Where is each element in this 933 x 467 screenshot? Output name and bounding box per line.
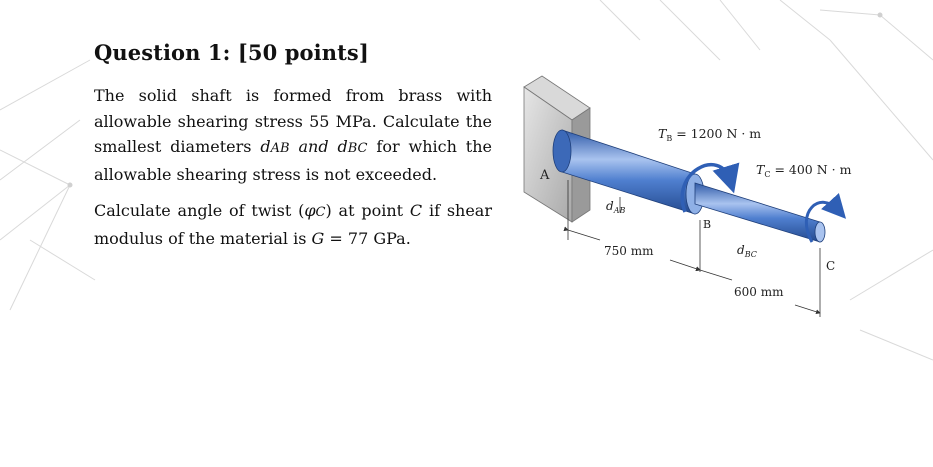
torque-b-arrow [680, 162, 740, 213]
length-bc-label: 600 mm [734, 285, 784, 299]
dab-symbol: d [606, 199, 614, 213]
shaft-segment-ab [552, 129, 705, 215]
d-bc-symbol: d [337, 137, 348, 156]
tc-value: = 400 N · m [770, 162, 851, 177]
g-symbol: G [311, 228, 325, 248]
dbc-symbol: d [737, 243, 745, 257]
point-c-symbol: C [409, 201, 423, 220]
shaft-diagram: A B C TB = 1200 N · m TC = 400 N · m dAB… [523, 75, 852, 317]
p1-text-a: The solid shaft is formed from brass wit… [94, 86, 492, 156]
tc-subscript: C [764, 170, 770, 179]
label-a: A [539, 168, 550, 183]
d-bc-subscript: BC [347, 141, 368, 156]
problem-paragraph-2: Calculate angle of twist (φC) at point C… [94, 198, 492, 251]
tb-subscript: B [666, 134, 672, 143]
phi-subscript: C [315, 205, 326, 220]
d-ab-symbol: d [260, 137, 271, 156]
dab-subscript: AB [613, 206, 626, 215]
label-c: C [826, 259, 835, 273]
p2-text-c: if shear modulus of the material is [94, 201, 492, 248]
dbc-label: dBC [737, 243, 757, 259]
torque-c-arrow [804, 193, 847, 243]
dimension-lines [563, 180, 821, 317]
p2-text-a: Calculate angle of twist ( [94, 201, 305, 220]
p1-text-b: for which the allowable shearing stress … [94, 137, 493, 184]
dbc-subscript: BC [744, 250, 757, 259]
p1-and: and [289, 137, 338, 156]
problem-paragraph-1: The solid shaft is formed from brass wit… [94, 83, 492, 187]
p2-text-b: ) at point [325, 201, 410, 220]
tb-symbol: T [658, 126, 668, 141]
question-title: Question 1: [50 points] [94, 40, 369, 65]
p2-text-d: = 77 GPa. [324, 228, 411, 248]
tc-symbol: T [756, 162, 766, 177]
d-ab-subscript: AB [270, 141, 290, 156]
label-b: B [703, 218, 711, 231]
shaft-segment-bc [694, 182, 826, 243]
tb-value: = 1200 N · m [672, 126, 761, 141]
length-ab-label: 750 mm [604, 244, 654, 258]
phi-symbol: φ [304, 201, 316, 220]
torque-c-label: TC = 400 N · m [756, 162, 852, 179]
torque-b-label: TB = 1200 N · m [658, 126, 761, 143]
dab-label: dAB [606, 199, 625, 215]
